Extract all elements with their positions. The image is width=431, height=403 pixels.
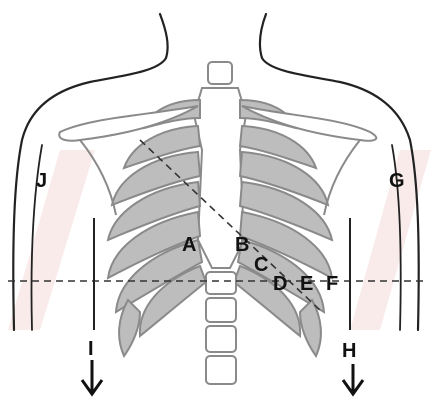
label-e: E [300,273,313,295]
label-a: A [182,234,196,256]
label-i: I [88,338,94,360]
label-f: F [326,273,338,295]
arrow-down-right-icon [343,364,363,394]
scapula-right [324,140,360,215]
label-j: J [36,170,47,192]
left-ribs [108,100,206,356]
label-b: B [235,234,249,256]
arrow-down-left-icon [82,360,102,394]
label-c: C [254,254,268,276]
label-h: H [342,340,356,362]
label-g: G [389,170,405,192]
label-d: D [273,273,287,295]
right-ribs [234,100,332,356]
ribcage [59,62,376,384]
spine [206,272,236,384]
upper-vertebra [208,62,232,84]
